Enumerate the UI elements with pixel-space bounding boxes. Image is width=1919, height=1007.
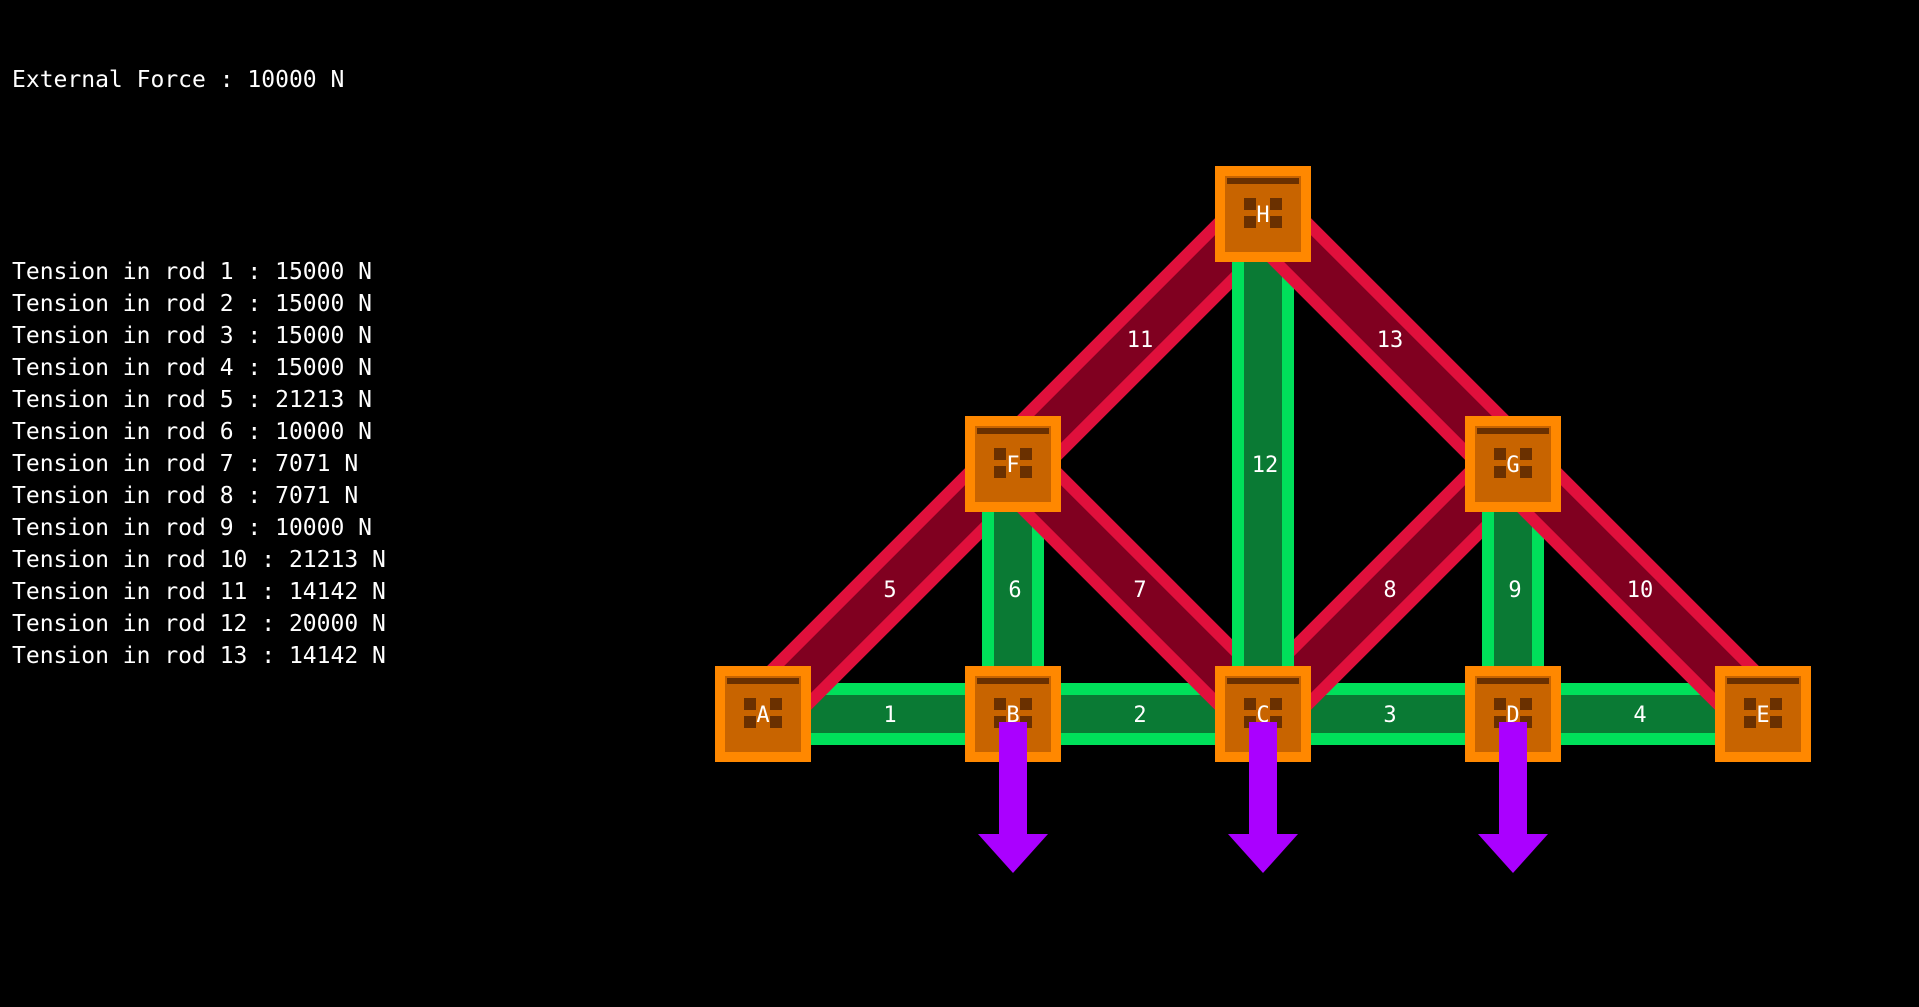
- rod-label-2: 2: [1133, 703, 1146, 728]
- info-panel: External Force : 10000 N Tension in rod …: [12, 0, 386, 704]
- node-A[interactable]: A: [715, 666, 811, 762]
- rod-label-7: 7: [1133, 578, 1146, 603]
- force-arrow-D: [1478, 722, 1548, 873]
- node-F[interactable]: F: [965, 416, 1061, 512]
- rod-label-11: 11: [1127, 328, 1154, 353]
- rod-label-4: 4: [1633, 703, 1646, 728]
- rod-label-5: 5: [883, 578, 896, 603]
- tension-line-rod-11: Tension in rod 11 : 14142 N: [12, 579, 386, 605]
- loads-layer: [978, 722, 1548, 873]
- rod-label-12: 12: [1252, 453, 1279, 478]
- node-label-G: G: [1506, 453, 1519, 478]
- rod-label-10: 10: [1627, 578, 1654, 603]
- rod-label-13: 13: [1377, 328, 1404, 353]
- rod-label-8: 8: [1383, 578, 1396, 603]
- tension-line-rod-7: Tension in rod 7 : 7071 N: [12, 451, 359, 477]
- node-H[interactable]: H: [1215, 166, 1311, 262]
- node-label-H: H: [1256, 203, 1269, 228]
- tension-line-rod-12: Tension in rod 12 : 20000 N: [12, 611, 386, 637]
- tension-line-rod-5: Tension in rod 5 : 21213 N: [12, 387, 373, 413]
- external-force-text: External Force : 10000 N: [12, 67, 345, 93]
- force-arrow-C: [1228, 722, 1298, 873]
- rod-label-6: 6: [1008, 578, 1021, 603]
- tension-line-rod-8: Tension in rod 8 : 7071 N: [12, 483, 359, 509]
- rod-label-9: 9: [1508, 578, 1521, 603]
- node-E[interactable]: E: [1715, 666, 1811, 762]
- node-G[interactable]: G: [1465, 416, 1561, 512]
- node-label-D: D: [1506, 703, 1519, 728]
- tension-line-rod-13: Tension in rod 13 : 14142 N: [12, 643, 386, 669]
- tension-line-rod-6: Tension in rod 6 : 10000 N: [12, 419, 373, 445]
- tension-list: Tension in rod 1 : 15000 N Tension in rod…: [12, 256, 386, 672]
- force-arrow-B: [978, 722, 1048, 873]
- tension-line-rod-4: Tension in rod 4 : 15000 N: [12, 355, 373, 381]
- rod-label-1: 1: [883, 703, 896, 728]
- tension-line-rod-10: Tension in rod 10 : 21213 N: [12, 547, 386, 573]
- node-label-B: B: [1006, 703, 1019, 728]
- rod-label-3: 3: [1383, 703, 1396, 728]
- tension-line-rod-3: Tension in rod 3 : 15000 N: [12, 323, 373, 349]
- rod-12: 12: [1232, 214, 1294, 714]
- tension-line-rod-2: Tension in rod 2 : 15000 N: [12, 291, 373, 317]
- node-label-A: A: [756, 703, 769, 728]
- node-label-E: E: [1756, 703, 1769, 728]
- tension-line-rod-9: Tension in rod 9 : 10000 N: [12, 515, 373, 541]
- node-label-F: F: [1006, 453, 1019, 478]
- node-label-C: C: [1256, 703, 1269, 728]
- tension-line-rod-1: Tension in rod 1 : 15000 N: [12, 259, 373, 285]
